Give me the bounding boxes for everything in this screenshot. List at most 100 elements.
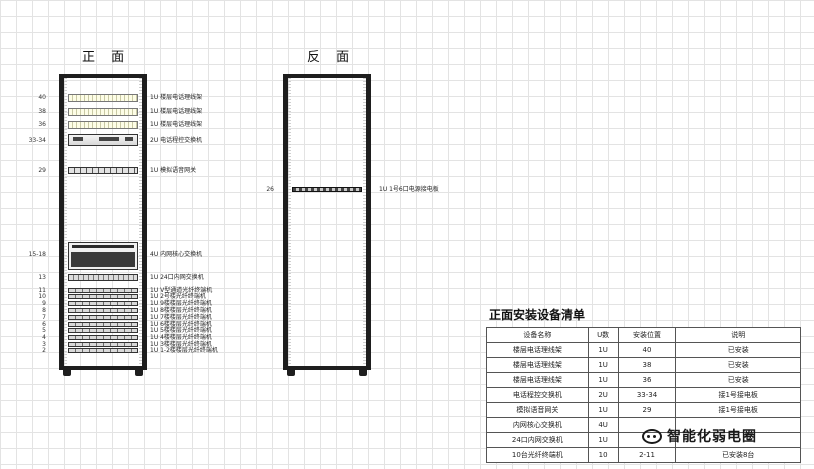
- fiber-terminal-11: [68, 288, 138, 293]
- u-position: 36: [38, 121, 46, 128]
- u-position: 40: [38, 94, 46, 101]
- table-cell: 2U: [587, 387, 619, 403]
- table-row: 模拟语音网关 1U 29 接1号接电板: [486, 402, 801, 418]
- table-cell: 38: [617, 357, 677, 373]
- rack-left-rail: [64, 78, 67, 366]
- device-label: 1U 3楼楼层光纤终端机: [150, 341, 212, 348]
- patch-panel-38: [68, 108, 138, 116]
- table-cell: 已安装: [675, 357, 801, 373]
- device-label: 1U 模拟语音网关: [150, 167, 197, 174]
- wechat-icon: [642, 428, 662, 444]
- rack-foot: [63, 370, 71, 376]
- table-header-row: 设备名称 U数 安装位置 说明: [486, 327, 801, 343]
- rack-right-rail: [139, 78, 142, 366]
- back-rack: [283, 74, 371, 376]
- u-position: 13: [38, 274, 46, 281]
- rack-bottom-frame: [59, 366, 147, 370]
- pbx-module: [73, 137, 83, 141]
- table-cell: 29: [617, 402, 677, 418]
- watermark: 智能化弱电圈: [642, 426, 757, 446]
- table-cell: 1U: [587, 342, 619, 358]
- fiber-terminal-5: [68, 328, 138, 333]
- rack-left-post: [283, 74, 288, 370]
- table-cell: 已安装: [675, 372, 801, 388]
- pbx-switch: [68, 134, 138, 146]
- u-position: 38: [38, 108, 46, 115]
- device-label: 1U 6楼楼层光纤终端机: [150, 321, 212, 328]
- fiber-terminal-8: [68, 308, 138, 313]
- table-cell: 1U: [587, 402, 619, 418]
- fiber-terminal-6: [68, 322, 138, 327]
- device-label: 1U 2号楼光纤终端机: [150, 293, 206, 300]
- watermark-text: 智能化弱电圈: [667, 429, 757, 445]
- device-label: 1U 楼层电话理线架: [150, 121, 203, 128]
- table-cell: 1U: [587, 372, 619, 388]
- core-switch: [68, 242, 138, 270]
- column-header: U数: [587, 327, 619, 343]
- voice-gateway: [68, 167, 138, 174]
- device-label: 2U 电话程控交换机: [150, 137, 203, 144]
- table-cell: 10: [587, 447, 619, 463]
- u-position: 26: [266, 186, 274, 193]
- table-cell: 已安装: [675, 342, 801, 358]
- fiber-terminal-10: [68, 294, 138, 299]
- device-label: 1U V型通道光纤终端机: [150, 287, 213, 294]
- rack-bottom-frame: [283, 366, 371, 370]
- rack-top-frame: [59, 74, 147, 78]
- switch-24-port: [68, 274, 138, 281]
- pbx-module: [99, 137, 119, 141]
- table-cell: 10台光纤终端机: [486, 447, 589, 463]
- front-heading: 正 面: [82, 50, 131, 65]
- patch-panel-40: [68, 94, 138, 102]
- device-label: 1U 24口内网交换机: [150, 274, 204, 281]
- u-position: 4: [42, 334, 46, 341]
- rack-right-post: [366, 74, 371, 370]
- device-label: 1U 7楼楼层光纤终端机: [150, 314, 212, 321]
- device-label: 1U 楼层电话理线架: [150, 94, 203, 101]
- fiber-terminal-3: [68, 342, 138, 347]
- table-cell: 内网核心交换机: [486, 417, 589, 433]
- rack-foot: [135, 370, 143, 376]
- table-cell: 4U: [587, 417, 619, 433]
- u-position: 5: [42, 327, 46, 334]
- device-label: 1U 楼层电话理线架: [150, 108, 203, 115]
- u-position: 3: [42, 341, 46, 348]
- device-label: 1U 5楼楼层光纤终端机: [150, 327, 212, 334]
- patch-panel-36: [68, 121, 138, 129]
- table-cell: 模拟语音网关: [486, 402, 589, 418]
- column-header: 设备名称: [486, 327, 589, 343]
- rack-right-post: [142, 74, 147, 370]
- fiber-terminal-7: [68, 315, 138, 320]
- rack-foot: [359, 370, 367, 376]
- u-position: 33-34: [28, 137, 46, 144]
- table-row: 楼层电话理线架 1U 36 已安装: [486, 372, 801, 388]
- table-cell: 楼层电话理线架: [486, 372, 589, 388]
- table-cell: 33-34: [617, 387, 677, 403]
- table-cell: 楼层电话理线架: [486, 342, 589, 358]
- u-position: 7: [42, 314, 46, 321]
- column-header: 说明: [675, 327, 801, 343]
- u-position: 2: [42, 347, 46, 354]
- fiber-terminal-2: [68, 348, 138, 353]
- table-cell: 楼层电话理线架: [486, 357, 589, 373]
- device-label: 1U 8楼楼层光纤终端机: [150, 307, 212, 314]
- table-cell: 2-11: [617, 447, 677, 463]
- rack-left-rail: [288, 78, 291, 366]
- back-heading: 反 面: [307, 50, 356, 65]
- rack-foot: [287, 370, 295, 376]
- rack-top-frame: [283, 74, 371, 78]
- core-switch-panel: [71, 252, 135, 267]
- front-rack: [59, 74, 147, 376]
- table-cell: 40: [617, 342, 677, 358]
- u-position: 11: [38, 287, 46, 294]
- fiber-terminal-4: [68, 335, 138, 340]
- table-row: 内网核心交换机 4U: [486, 417, 801, 433]
- u-position: 8: [42, 307, 46, 314]
- device-label: 4U 内网核心交换机: [150, 251, 203, 258]
- u-position: 15-18: [28, 251, 46, 258]
- device-label: 1U 1号6口电源接电板: [379, 186, 439, 193]
- power-strip: [292, 187, 362, 192]
- table-cell: 接1号接电板: [675, 387, 801, 403]
- u-position: 6: [42, 321, 46, 328]
- u-position: 10: [38, 293, 46, 300]
